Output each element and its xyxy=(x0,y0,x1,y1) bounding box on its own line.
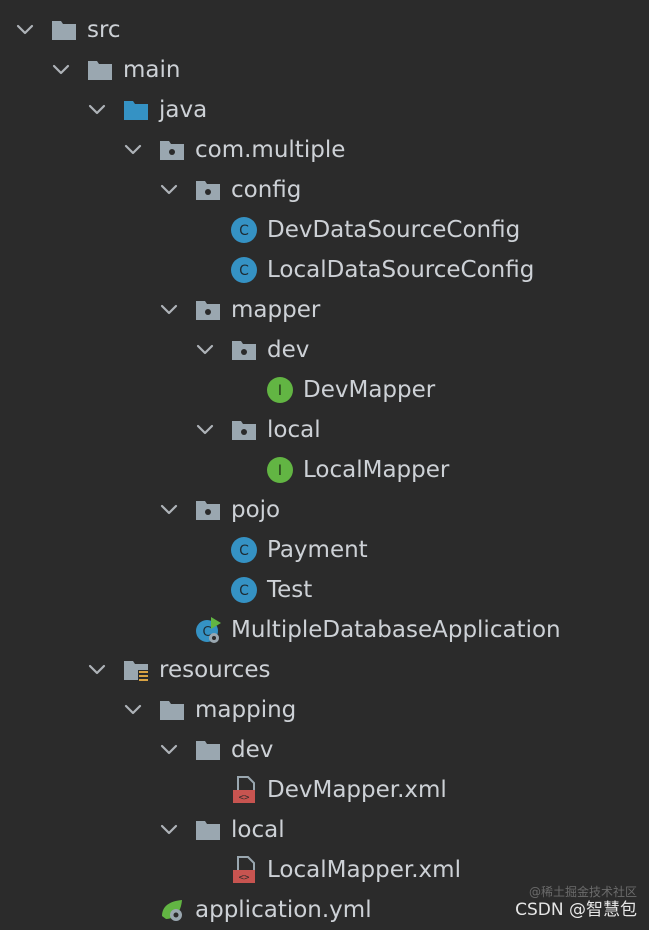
folder-icon xyxy=(194,736,222,764)
tree-node-label: dev xyxy=(231,737,274,763)
svg-text:C: C xyxy=(239,543,249,559)
chevron-down-icon[interactable] xyxy=(158,819,180,841)
tree-node-label: com.multiple xyxy=(195,137,346,163)
tree-node[interactable]: C MultipleDatabaseApplication xyxy=(0,610,649,650)
tree-node-label: java xyxy=(159,97,208,123)
xml-file-icon: <> xyxy=(230,776,258,804)
tree-node-label: LocalDataSourceConfig xyxy=(267,257,535,283)
chevron-down-icon[interactable] xyxy=(86,659,108,681)
spring-config-icon xyxy=(158,896,186,924)
spring-boot-app-icon: C xyxy=(194,616,222,644)
chevron-down-icon[interactable] xyxy=(158,499,180,521)
chevron-down-icon[interactable] xyxy=(122,139,144,161)
class-icon: C xyxy=(230,216,258,244)
tree-node-label: mapping xyxy=(195,697,297,723)
svg-text:C: C xyxy=(239,223,249,239)
watermark-bottom: CSDN @智慧包 xyxy=(515,900,637,920)
source-folder-icon xyxy=(122,96,150,124)
chevron-down-icon[interactable] xyxy=(50,59,72,81)
chevron-down-icon[interactable] xyxy=(158,739,180,761)
package-icon xyxy=(194,496,222,524)
tree-node[interactable]: dev xyxy=(0,730,649,770)
interface-icon: I xyxy=(266,456,294,484)
chevron-down-icon[interactable] xyxy=(194,339,216,361)
tree-node[interactable]: src xyxy=(0,10,649,50)
svg-text:I: I xyxy=(278,383,282,399)
tree-node[interactable]: local xyxy=(0,410,649,450)
class-icon: C xyxy=(230,576,258,604)
tree-node-label: local xyxy=(231,817,285,843)
chevron-down-icon[interactable] xyxy=(158,179,180,201)
tree-node[interactable]: C Payment xyxy=(0,530,649,570)
xml-file-icon: <> xyxy=(230,856,258,884)
watermark-top: @稀土掘金技术社区 xyxy=(528,885,637,899)
tree-node[interactable]: local xyxy=(0,810,649,850)
tree-node[interactable]: C DevDataSourceConfig xyxy=(0,210,649,250)
tree-node[interactable]: config xyxy=(0,170,649,210)
tree-node[interactable]: <> DevMapper.xml xyxy=(0,770,649,810)
tree-node[interactable]: <> LocalMapper.xml xyxy=(0,850,649,890)
svg-text:<>: <> xyxy=(239,793,250,803)
watermark: @稀土掘金技术社区 CSDN @智慧包 xyxy=(515,885,637,921)
chevron-down-icon[interactable] xyxy=(86,99,108,121)
tree-node[interactable]: pojo xyxy=(0,490,649,530)
svg-text:C: C xyxy=(202,625,211,640)
svg-text:<>: <> xyxy=(239,873,250,883)
svg-text:I: I xyxy=(278,463,282,479)
tree-node[interactable]: I DevMapper xyxy=(0,370,649,410)
package-icon xyxy=(158,136,186,164)
resources-folder-icon xyxy=(122,656,150,684)
class-icon: C xyxy=(230,536,258,564)
tree-node-label: pojo xyxy=(231,497,281,523)
package-icon xyxy=(230,336,258,364)
tree-node-label: application.yml xyxy=(195,897,372,923)
tree-node-label: src xyxy=(87,17,121,43)
tree-node-label: MultipleDatabaseApplication xyxy=(231,617,561,643)
folder-icon xyxy=(158,696,186,724)
chevron-down-icon[interactable] xyxy=(194,419,216,441)
tree-node-label: Payment xyxy=(267,537,368,563)
tree-node-label: DevMapper.xml xyxy=(267,777,447,803)
tree-node-label: config xyxy=(231,177,302,203)
tree-node[interactable]: com.multiple xyxy=(0,130,649,170)
class-icon: C xyxy=(230,256,258,284)
tree-node[interactable]: I LocalMapper xyxy=(0,450,649,490)
folder-icon xyxy=(50,16,78,44)
tree-node-label: local xyxy=(267,417,321,443)
tree-node-label: mapper xyxy=(231,297,321,323)
tree-node-label: LocalMapper xyxy=(303,457,450,483)
tree-node-label: Test xyxy=(267,577,313,603)
tree-node[interactable]: C Test xyxy=(0,570,649,610)
package-icon xyxy=(194,176,222,204)
tree-node-label: DevDataSourceConfig xyxy=(267,217,521,243)
svg-text:C: C xyxy=(239,263,249,279)
tree-node[interactable]: main xyxy=(0,50,649,90)
tree-node[interactable]: C LocalDataSourceConfig xyxy=(0,250,649,290)
chevron-down-icon[interactable] xyxy=(122,699,144,721)
tree-node[interactable]: resources xyxy=(0,650,649,690)
tree-node-label: main xyxy=(123,57,181,83)
tree-node-label: dev xyxy=(267,337,310,363)
tree-node-label: DevMapper xyxy=(303,377,436,403)
chevron-down-icon[interactable] xyxy=(158,299,180,321)
package-icon xyxy=(230,416,258,444)
folder-icon xyxy=(86,56,114,84)
package-icon xyxy=(194,296,222,324)
interface-icon: I xyxy=(266,376,294,404)
tree-node[interactable]: application.yml xyxy=(0,890,649,930)
tree-node[interactable]: dev xyxy=(0,330,649,370)
tree-node[interactable]: mapping xyxy=(0,690,649,730)
tree-node[interactable]: java xyxy=(0,90,649,130)
tree-node-label: resources xyxy=(159,657,271,683)
chevron-down-icon[interactable] xyxy=(14,19,36,41)
tree-node[interactable]: mapper xyxy=(0,290,649,330)
folder-icon xyxy=(194,816,222,844)
tree-node-label: LocalMapper.xml xyxy=(267,857,461,883)
svg-text:C: C xyxy=(239,583,249,599)
